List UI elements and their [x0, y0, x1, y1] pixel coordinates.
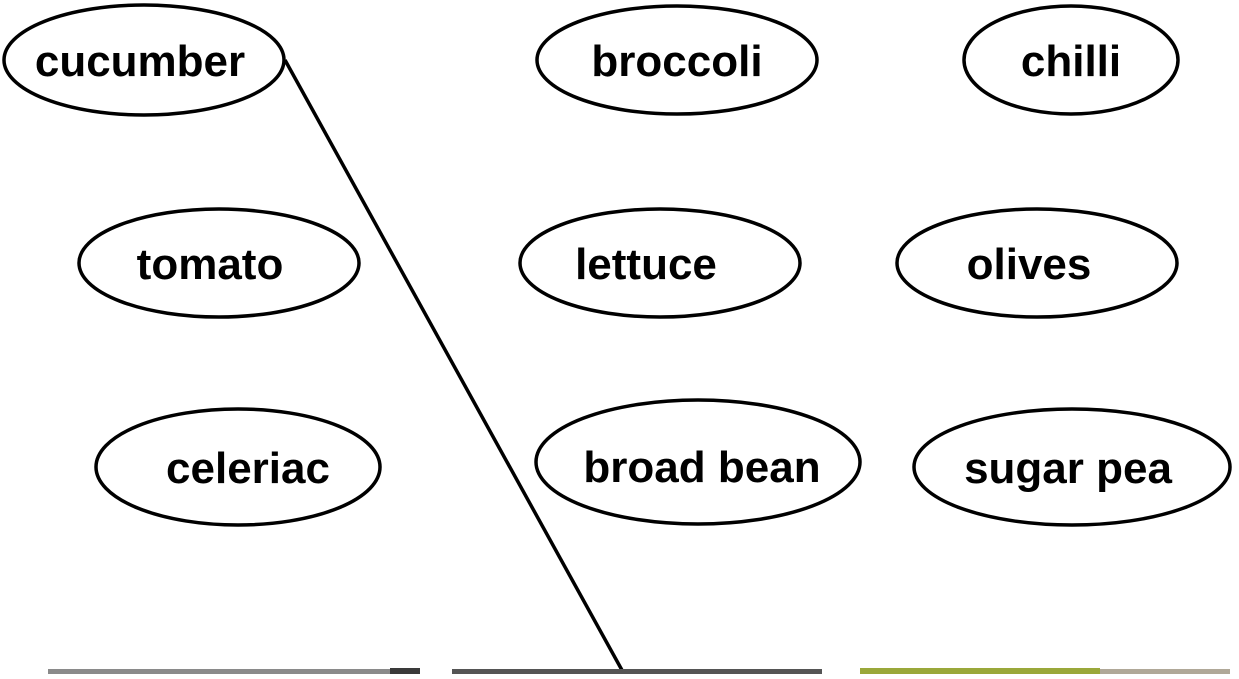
picture-1-edge: [48, 669, 420, 674]
word-oval-chilli[interactable]: chilli: [962, 4, 1180, 116]
word-label-lettuce: lettuce: [575, 240, 717, 289]
word-label-broccoli: broccoli: [591, 37, 762, 86]
word-oval-sugar-pea[interactable]: sugar pea: [912, 407, 1232, 527]
word-oval-celeriac[interactable]: celeriac: [94, 407, 382, 527]
word-oval-tomato[interactable]: tomato: [77, 207, 361, 319]
word-label-chilli: chilli: [1021, 37, 1121, 86]
picture-2-edge: [452, 669, 822, 674]
picture-strip-row: [48, 668, 1230, 674]
word-oval-broccoli[interactable]: broccoli: [535, 4, 819, 116]
word-oval-olives[interactable]: olives: [895, 207, 1179, 319]
word-label-broad-bean: broad bean: [583, 443, 820, 492]
word-oval-cucumber[interactable]: cucumber: [2, 3, 286, 117]
connector-line: [283, 59, 625, 673]
picture-1-dark-corner: [390, 668, 420, 674]
picture-3-edge: [860, 668, 1100, 674]
word-label-sugar-pea: sugar pea: [964, 444, 1172, 493]
word-label-tomato: tomato: [137, 240, 284, 289]
word-label-celeriac: celeriac: [166, 444, 330, 493]
picture-3-edge-right: [1100, 669, 1230, 674]
word-oval-lettuce[interactable]: lettuce: [518, 207, 802, 319]
word-oval-broad-bean[interactable]: broad bean: [534, 398, 862, 526]
word-label-olives: olives: [967, 240, 1092, 289]
word-label-cucumber: cucumber: [35, 37, 245, 86]
